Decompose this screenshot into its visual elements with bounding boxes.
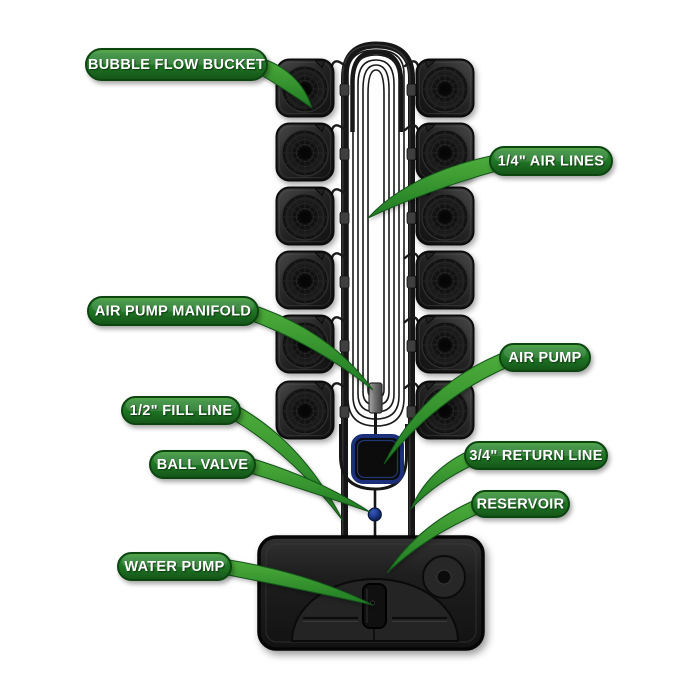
label-text: BUBBLE FLOW BUCKET (88, 57, 265, 73)
center-assembly (339, 382, 408, 545)
leader-air-lines (367, 153, 501, 219)
water-pump (362, 583, 387, 629)
label-text: 3/4" RETURN LINE (469, 448, 602, 464)
reservoir-lid (422, 555, 466, 599)
leader-return-line (410, 447, 476, 510)
label-return-line: 3/4" RETURN LINE (464, 441, 608, 470)
bucket (415, 250, 475, 310)
label-text: AIR PUMP (508, 350, 581, 366)
bucket (275, 122, 335, 182)
reservoir (257, 535, 485, 651)
ball-valve (367, 507, 382, 522)
leader-ball-valve (246, 456, 371, 513)
bucket (415, 314, 475, 374)
label-text: BALL VALVE (157, 457, 249, 473)
air-pump (351, 434, 404, 484)
label-reservoir: RESERVOIR (471, 490, 570, 518)
bucket (415, 186, 475, 246)
label-text: 1/4" AIR LINES (498, 154, 604, 170)
label-ball-valve: BALL VALVE (149, 450, 256, 479)
leader-air-pump (383, 349, 511, 465)
label-bubble-flow-bucket: BUBBLE FLOW BUCKET (85, 48, 268, 81)
leader-bubble-flow-bucket (257, 56, 313, 110)
label-text: RESERVOIR (477, 497, 565, 513)
label-text: 1/2" FILL LINE (130, 403, 233, 419)
leader-reservoir (386, 496, 483, 574)
bucket (275, 186, 335, 246)
label-water-pump: WATER PUMP (117, 552, 232, 581)
leader-fill-line (231, 402, 344, 522)
label-text: AIR PUMP MANIFOLD (95, 304, 251, 320)
bucket (415, 58, 475, 118)
bucket (275, 380, 335, 440)
bucket-columns (275, 58, 475, 440)
label-air-lines: 1/4" AIR LINES (489, 146, 613, 176)
leader-water-pump (222, 558, 374, 606)
label-air-pump-manifold: AIR PUMP MANIFOLD (87, 296, 259, 326)
label-fill-line: 1/2" FILL LINE (121, 396, 241, 425)
bucket (275, 250, 335, 310)
leader-lines (222, 56, 511, 606)
leader-air-pump-manifold (249, 303, 374, 391)
label-air-pump: AIR PUMP (499, 343, 591, 372)
label-text: WATER PUMP (124, 559, 224, 575)
